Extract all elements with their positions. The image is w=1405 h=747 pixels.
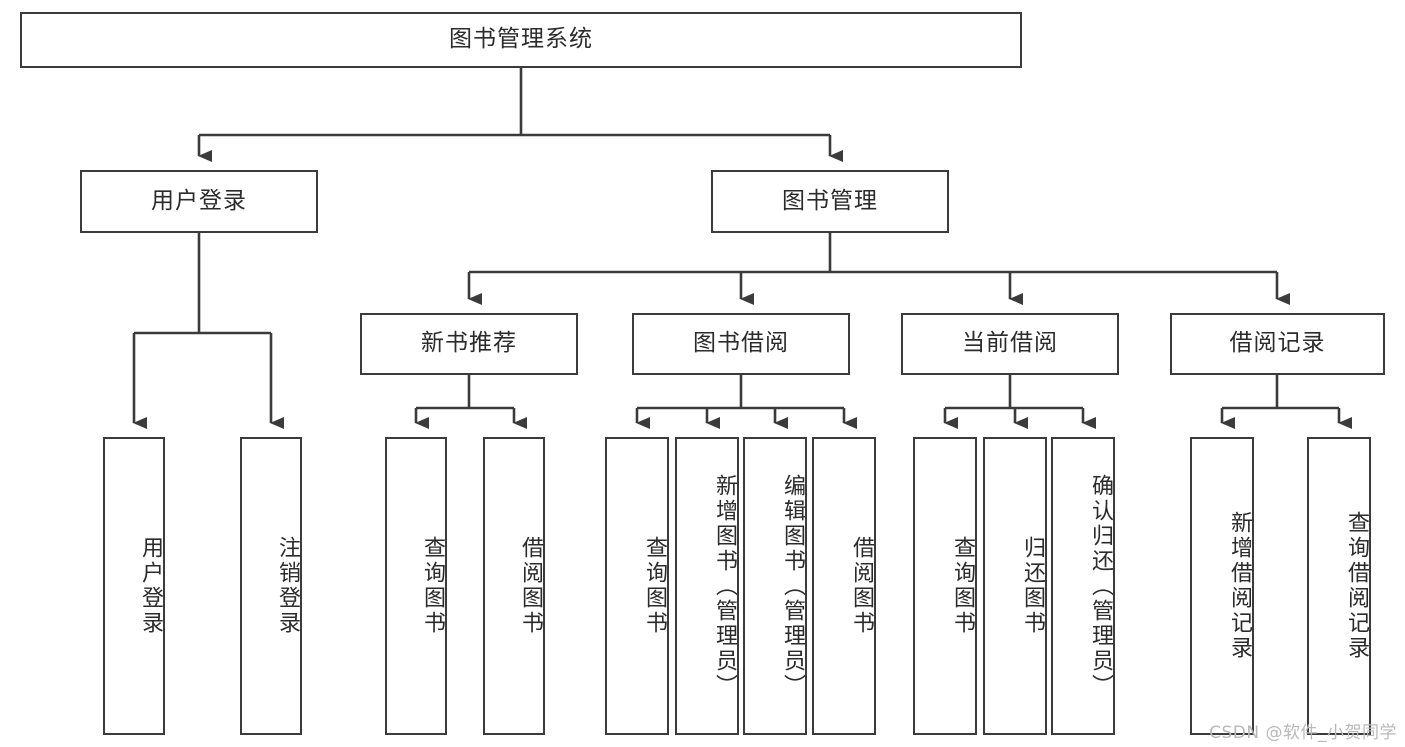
node-leaf-logout[interactable]: 注销登录 (240, 437, 302, 735)
node-leaf-borrow-book[interactable]: 借阅图书 (812, 437, 876, 735)
node-root[interactable]: 图书管理系统 (20, 12, 1022, 68)
node-leaf-borrow-book-rec-label: 借阅图书 (518, 536, 543, 636)
node-leaf-add-book[interactable]: 新增图书（管理员） (675, 437, 739, 735)
node-leaf-confirm-return[interactable]: 确认归还（管理员） (1051, 437, 1115, 735)
node-current-borrow[interactable]: 当前借阅 (901, 313, 1119, 375)
node-current-borrow-label: 当前借阅 (962, 330, 1058, 357)
node-leaf-add-record-label: 新增借阅记录 (1227, 511, 1252, 661)
node-user-login-label: 用户登录 (151, 187, 247, 214)
node-leaf-query-book-cur-label: 查询图书 (950, 536, 975, 636)
node-new-book-recommend[interactable]: 新书推荐 (360, 313, 578, 375)
node-book-borrow[interactable]: 图书借阅 (632, 313, 850, 375)
node-leaf-query-book-cur[interactable]: 查询图书 (913, 437, 977, 735)
node-book-borrow-label: 图书借阅 (693, 330, 789, 357)
node-book-manage[interactable]: 图书管理 (711, 170, 949, 233)
node-leaf-query-book-borrow[interactable]: 查询图书 (605, 437, 669, 735)
node-borrow-record-label: 借阅记录 (1229, 330, 1326, 357)
node-leaf-logout-label: 注销登录 (275, 536, 300, 636)
node-leaf-borrow-book-rec[interactable]: 借阅图书 (483, 437, 545, 735)
node-book-manage-label: 图书管理 (782, 187, 878, 214)
watermark: CSDN @软件_小贺同学 (1209, 723, 1397, 743)
node-leaf-query-record[interactable]: 查询借阅记录 (1307, 437, 1371, 735)
node-leaf-query-book-borrow-label: 查询图书 (642, 536, 667, 636)
node-leaf-borrow-book-label: 借阅图书 (849, 536, 874, 636)
node-leaf-query-record-label: 查询借阅记录 (1344, 511, 1369, 661)
node-root-label: 图书管理系统 (449, 26, 593, 53)
node-leaf-user-login[interactable]: 用户登录 (103, 437, 165, 735)
node-leaf-add-book-label: 新增图书（管理员） (712, 473, 737, 699)
node-leaf-edit-book-label: 编辑图书（管理员） (780, 473, 805, 699)
node-leaf-user-login-label: 用户登录 (138, 536, 163, 636)
node-leaf-add-record[interactable]: 新增借阅记录 (1190, 437, 1254, 735)
node-new-book-recommend-label: 新书推荐 (421, 330, 517, 357)
node-user-login[interactable]: 用户登录 (80, 170, 318, 233)
node-leaf-return-book[interactable]: 归还图书 (983, 437, 1047, 735)
node-leaf-query-book-rec[interactable]: 查询图书 (385, 437, 447, 735)
node-leaf-confirm-return-label: 确认归还（管理员） (1088, 473, 1113, 699)
node-leaf-query-book-rec-label: 查询图书 (420, 536, 445, 636)
node-leaf-edit-book[interactable]: 编辑图书（管理员） (743, 437, 807, 735)
node-borrow-record[interactable]: 借阅记录 (1170, 313, 1385, 375)
node-leaf-return-book-label: 归还图书 (1020, 536, 1045, 636)
